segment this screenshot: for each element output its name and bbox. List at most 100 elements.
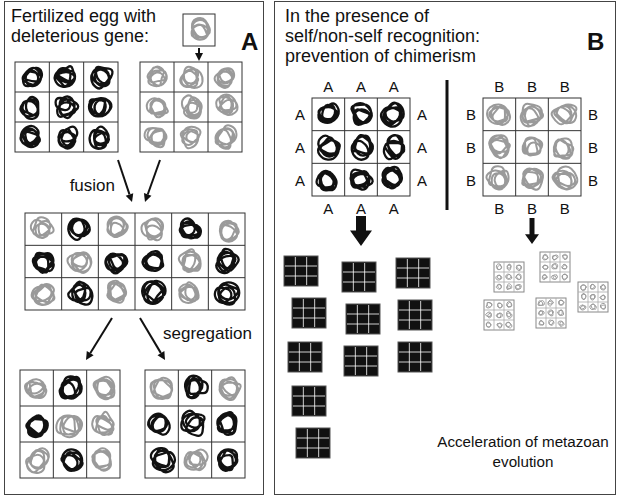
cell-blob xyxy=(218,449,237,470)
cell-blob xyxy=(384,135,404,159)
grey-colony xyxy=(540,252,570,282)
colony-line xyxy=(345,356,377,357)
colony-line xyxy=(399,320,431,321)
recognition-letter: A xyxy=(323,201,333,216)
colony-line xyxy=(409,343,410,371)
figure-panel: AFertilized egg with deleterious gene:fu… xyxy=(4,1,264,495)
grid-line xyxy=(61,213,62,310)
recognition-letter: B xyxy=(560,201,570,216)
cell-blob xyxy=(558,321,564,326)
cell-blob xyxy=(143,251,164,271)
colony-line xyxy=(366,347,367,375)
colony-line xyxy=(343,272,375,273)
colony-line xyxy=(306,257,307,285)
step-label: fusion xyxy=(57,176,115,196)
cell-blob xyxy=(486,322,491,327)
arrow-shaft xyxy=(140,318,161,353)
black-colony xyxy=(292,386,326,416)
recognition-letter: B xyxy=(588,140,598,155)
colony-line xyxy=(357,305,358,333)
black-colony xyxy=(292,298,326,328)
cell-blob xyxy=(558,300,564,305)
cell-blob xyxy=(496,275,502,280)
black-colony xyxy=(398,342,432,372)
grid-line xyxy=(86,370,87,478)
cell-blob xyxy=(549,320,554,325)
cell-blob xyxy=(142,281,165,304)
cell-blob xyxy=(552,255,558,260)
grid-line xyxy=(344,98,345,196)
figure-panel: BIn the presence of self/non-self recogn… xyxy=(274,1,616,495)
cell-blob xyxy=(352,103,372,125)
cell-blob xyxy=(506,302,511,308)
cell-blob xyxy=(26,448,49,473)
cell-blob xyxy=(107,281,126,303)
grid-line xyxy=(20,406,120,407)
colony-line xyxy=(504,262,505,292)
grid-outline xyxy=(483,98,581,196)
colony-line xyxy=(343,282,375,283)
colony-line xyxy=(310,343,311,371)
colony-line xyxy=(314,299,315,327)
cell-blob xyxy=(56,415,82,437)
cell-blob xyxy=(498,303,503,308)
egg-box xyxy=(183,14,215,46)
cell-blob xyxy=(215,68,235,88)
colony-line xyxy=(560,252,561,282)
cell-blob xyxy=(92,412,113,435)
grid-line xyxy=(208,213,209,310)
cell-blob xyxy=(56,96,79,118)
cell-blob xyxy=(181,127,201,148)
cell-blob xyxy=(554,138,573,158)
cell-blob xyxy=(59,127,78,149)
cell-blob xyxy=(581,285,587,291)
cell-blob xyxy=(523,137,543,155)
recognition-letter: B xyxy=(494,201,504,216)
grid-outline xyxy=(312,98,410,196)
colony-line xyxy=(314,387,315,415)
recognition-letter: B xyxy=(527,79,537,94)
colony-line xyxy=(407,259,408,287)
grid-line xyxy=(15,122,118,123)
grid-line xyxy=(83,62,84,152)
colony-line xyxy=(345,366,377,367)
colony-line xyxy=(540,262,570,263)
cell-blob xyxy=(67,252,91,273)
grid-line xyxy=(208,62,209,152)
colony-line xyxy=(514,262,515,292)
cell-blob xyxy=(33,253,54,273)
cell-blob xyxy=(496,264,501,270)
colony-line xyxy=(303,387,304,415)
cell-blob xyxy=(60,376,82,398)
cell-blob xyxy=(184,449,207,470)
block-arrow xyxy=(350,216,372,246)
grid-line xyxy=(145,442,245,443)
colony-line xyxy=(546,298,547,328)
colony-line xyxy=(293,318,325,319)
grid-line xyxy=(25,277,245,278)
arrow-shaft xyxy=(118,160,129,194)
colony-line xyxy=(494,282,524,283)
cell-blob xyxy=(506,274,512,279)
cell-blob xyxy=(538,301,544,306)
cell-blob xyxy=(68,282,92,305)
cell-blob xyxy=(89,98,111,116)
grid-outline xyxy=(25,213,245,310)
outcome-label: Acceleration of metazoan evolution xyxy=(433,432,613,472)
colony-line xyxy=(399,362,431,363)
cell-blob xyxy=(580,305,586,310)
colony-line xyxy=(420,301,421,329)
colony-line xyxy=(418,259,419,287)
grid-outline xyxy=(20,370,120,478)
recognition-letter: A xyxy=(356,201,366,216)
recognition-letter: A xyxy=(295,172,305,187)
colony-line xyxy=(588,282,589,312)
cell-blob xyxy=(150,378,172,399)
grid-line xyxy=(140,92,242,93)
cell-blob xyxy=(522,168,543,189)
grid-line xyxy=(25,245,245,246)
arrow-head xyxy=(126,193,134,202)
colony-line xyxy=(364,263,365,291)
cell-blob xyxy=(600,303,605,309)
colony-line xyxy=(504,300,505,330)
